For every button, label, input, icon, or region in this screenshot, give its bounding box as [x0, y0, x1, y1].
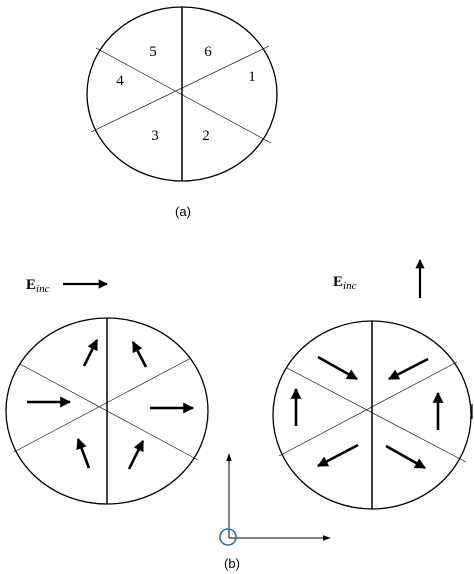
sector-label-3: 3	[151, 128, 159, 144]
current-arrow-sector-3-right	[317, 443, 359, 468]
current-arrow-sector-2-right	[385, 444, 426, 470]
current-arrow-sector-5-right	[317, 355, 358, 381]
sector-label-6: 6	[204, 44, 212, 60]
disk-a-diagonal-divider-2	[90, 45, 270, 133]
current-arrow-sector-6	[131, 341, 148, 368]
current-arrow-sector-3	[76, 437, 91, 469]
disk-b-left-diagonal-divider-2	[13, 357, 192, 453]
current-arrow-sector-2	[127, 440, 145, 470]
caption-b: (b)	[224, 556, 240, 571]
current-arrow-sector-6-right	[388, 357, 429, 381]
disk-b-right-diagonal-divider-2	[278, 361, 458, 457]
sector-label-2: 2	[202, 128, 210, 144]
axis-origin-marker	[219, 528, 237, 546]
caption-a: (a)	[175, 204, 191, 219]
disk-b-left-diagonal-divider-1	[19, 363, 199, 461]
current-arrow-sector-5	[82, 339, 99, 367]
sector-label-1: 1	[248, 69, 256, 85]
sector-label-5: 5	[149, 44, 157, 60]
incident-field-label-right: Einc	[333, 274, 357, 292]
panel-a: 5 6 4 1 3 2 (a)	[86, 6, 278, 219]
panel-b-right: Einc	[272, 259, 473, 510]
panel-b-left: Einc	[5, 277, 209, 505]
sector-label-4: 4	[116, 73, 124, 89]
disk-b-right-diagonal-divider-1	[286, 367, 467, 463]
incident-field-label-left: Einc	[26, 277, 50, 295]
disk-a-diagonal-divider-1	[95, 47, 272, 144]
coordinate-axes	[219, 453, 331, 546]
